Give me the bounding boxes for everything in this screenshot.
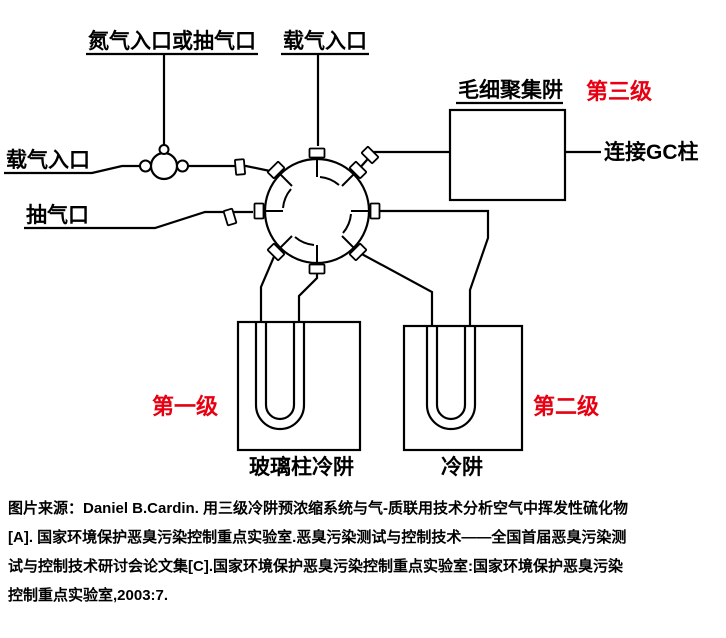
inline-fitting-gc-line	[361, 146, 379, 164]
valve-to-trap1-left-leg	[259, 251, 278, 322]
inline-fitting-west-line	[222, 207, 238, 227]
stage1-label: 第一级	[152, 394, 218, 419]
inline-fitting-northwest-line	[234, 158, 246, 176]
caption-line-1: 图片来源：Daniel B.Cardin. 用三级冷阱预浓缩系统与气-质联用技术…	[8, 500, 629, 517]
valve-fitting-southwest	[267, 243, 285, 261]
valve-fitting-northeast	[349, 161, 367, 179]
stage2-utube-inner	[435, 326, 467, 421]
rotary-valve-rotor-channels	[282, 176, 352, 246]
valve-to-trap1-right-leg	[297, 269, 319, 322]
caption: 图片来源：Daniel B.Cardin. 用三级冷阱预浓缩系统与气-质联用技术…	[0, 490, 726, 610]
caption-line-3: 试与控制技术研讨会论文集[C].国家环境保护恶臭污染控制重点实验室:国家环境保护…	[8, 558, 623, 575]
valve-to-trap2-right-leg	[375, 209, 490, 326]
valve-fitting-southeast	[349, 243, 367, 261]
diagram-canvas: 氮气入口或抽气口 载气入口 载气入口 抽气口 毛细聚集阱 第三级 连接GC柱 第…	[4, 29, 699, 479]
cold-trap-label: 冷阱	[441, 455, 483, 479]
tee-valve-left-port	[139, 159, 152, 173]
capillary-trap-box	[448, 108, 567, 202]
stage3-label: 第三级	[586, 79, 652, 104]
carrier-gas-top-label: 载气入口	[283, 29, 367, 53]
valve-to-trap2-left-leg	[357, 251, 434, 326]
nitrogen-inlet-label: 氮气入口或抽气口	[88, 29, 256, 53]
stage2-trap-box	[402, 324, 524, 452]
pump-to-valve-line	[186, 164, 271, 173]
caption-line-2: [A]. 国家环境保护恶臭污染控制重点实验室.恶臭污染测试与控制技术——全国首届…	[8, 529, 627, 546]
tee-valve-symbol	[139, 144, 189, 181]
stage2-label: 第二级	[533, 394, 599, 419]
carrier-gas-left-label: 载气入口	[6, 148, 90, 172]
tee-valve-top-port	[158, 144, 170, 155]
valve-fitting-east	[369, 202, 381, 220]
valve-fitting-south	[308, 263, 326, 275]
capillary-trap-label: 毛细聚集阱	[458, 78, 563, 102]
rotary-valve	[222, 146, 381, 275]
stage1-trap-box	[236, 320, 362, 452]
stage2-utube-outer	[425, 326, 477, 431]
rotary-valve-fittings	[222, 146, 381, 275]
stage1-trap	[236, 320, 362, 452]
stage1-utube-outer	[254, 322, 306, 431]
valve-fitting-northwest	[267, 161, 285, 179]
carrier-left-leader-line	[4, 164, 141, 175]
pump-port-label: 抽气口	[26, 203, 89, 227]
valve-fitting-west	[253, 202, 265, 220]
valve-fitting-north	[308, 147, 326, 159]
tee-valve-right-port	[176, 159, 189, 173]
rotary-valve-port-stubs	[265, 159, 369, 263]
caption-line-4: 控制重点实验室,2003:7.	[8, 587, 169, 604]
stage2-trap	[402, 324, 524, 452]
tee-valve-body	[149, 151, 179, 181]
gc-column-label: 连接GC柱	[604, 140, 699, 164]
glass-trap-label: 玻璃柱冷阱	[249, 455, 354, 479]
stage1-utube-inner	[264, 322, 296, 421]
